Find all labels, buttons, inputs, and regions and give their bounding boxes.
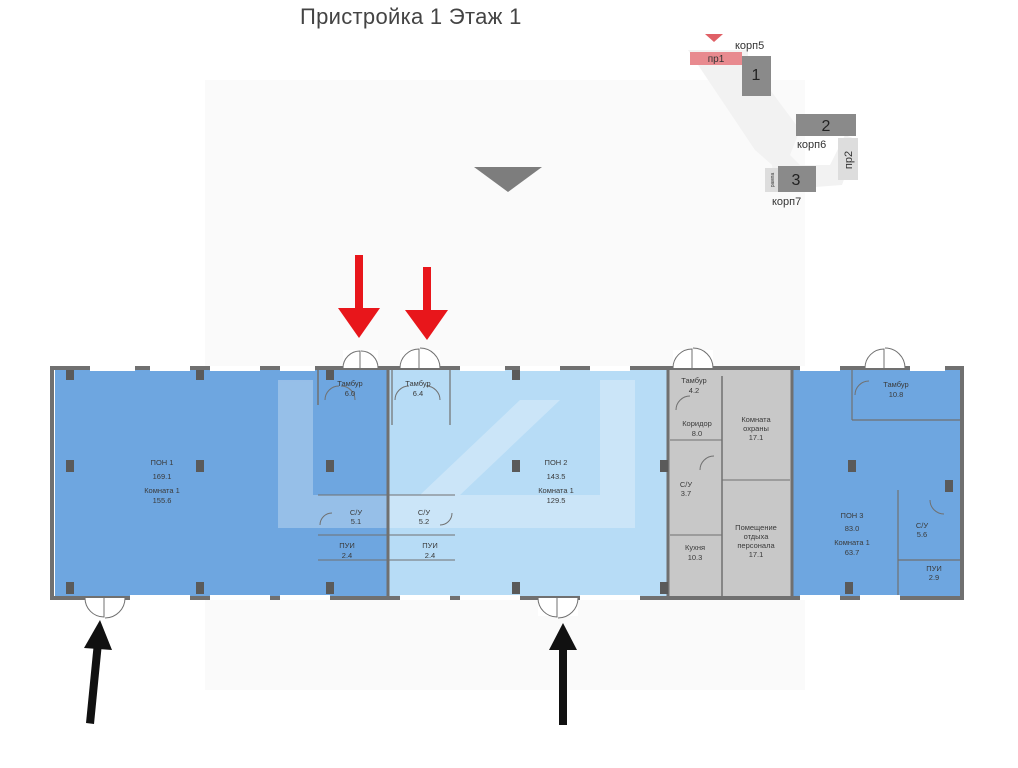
su4-area: 5.6 bbox=[917, 530, 927, 539]
pon1-room-area: 155.6 bbox=[153, 496, 172, 505]
pon2-room: Комната 1 bbox=[538, 486, 574, 495]
pon2-zone bbox=[389, 370, 667, 596]
tambur1-name: Тамбур bbox=[337, 379, 362, 388]
pui2-area: 2.4 bbox=[425, 551, 435, 560]
ohrana-name-1: Комната bbox=[741, 415, 771, 424]
koridor-area: 8.0 bbox=[692, 429, 702, 438]
red-arrow-right-icon bbox=[405, 267, 448, 340]
su3-name: С/У bbox=[680, 480, 693, 489]
su3-area: 3.7 bbox=[681, 489, 691, 498]
su1-area: 5.1 bbox=[351, 517, 361, 526]
key-plan: пр1 корп5 1 2 корп6 пр2 рампа 3 корп7 bbox=[688, 34, 858, 208]
pui3-area: 2.9 bbox=[929, 573, 939, 582]
pon3-room: Комната 1 bbox=[834, 538, 870, 547]
otdyh-area: 17.1 bbox=[749, 550, 764, 559]
tambur2-area: 6.4 bbox=[413, 389, 423, 398]
key-plan-number-3: 3 bbox=[792, 172, 801, 189]
page-title: Пристройка 1 Этаж 1 bbox=[300, 4, 522, 29]
doors bbox=[84, 347, 945, 619]
key-plan-korp7-label: корп7 bbox=[772, 196, 801, 208]
otdyh-name-1: Помещение bbox=[735, 523, 777, 532]
kuhnya-area: 10.3 bbox=[688, 553, 703, 562]
key-plan-block-2 bbox=[796, 114, 856, 136]
columns bbox=[66, 370, 953, 594]
pon2-name: ПОН 2 bbox=[545, 458, 568, 467]
orientation-triangle-icon bbox=[474, 167, 542, 192]
koridor-name: Коридор bbox=[682, 419, 712, 428]
black-arrow-right-icon bbox=[549, 623, 577, 725]
red-arrow-left-icon bbox=[338, 255, 380, 338]
su2-area: 5.2 bbox=[419, 517, 429, 526]
pon1-zone bbox=[55, 370, 387, 596]
su2-name: С/У bbox=[418, 508, 431, 517]
tambur2-name: Тамбур bbox=[405, 379, 430, 388]
pon2-area: 143.5 bbox=[547, 472, 566, 481]
tambur4-area: 10.8 bbox=[889, 390, 904, 399]
su4-name: С/У bbox=[916, 521, 929, 530]
pon1-room: Комната 1 bbox=[144, 486, 180, 495]
key-plan-number-2: 2 bbox=[822, 118, 831, 135]
key-plan-number-1: 1 bbox=[752, 67, 761, 84]
pui2-name: ПУИ bbox=[422, 541, 438, 550]
service-zone bbox=[669, 370, 791, 596]
otdyh-name-3: персонала bbox=[737, 541, 775, 550]
room-labels: Тамбур 6.0 Тамбур 6.4 Тамбур 4.2 Тамбур … bbox=[144, 376, 942, 582]
pui1-area: 2.4 bbox=[342, 551, 352, 560]
pon1-name: ПОН 1 bbox=[151, 458, 174, 467]
pon3-zone bbox=[793, 370, 960, 596]
key-plan-pointer-icon bbox=[705, 34, 723, 42]
key-plan-korp6-label: корп6 bbox=[797, 139, 826, 151]
pui1-name: ПУИ bbox=[339, 541, 355, 550]
key-plan-outline bbox=[688, 50, 858, 190]
pon3-area: 83.0 bbox=[845, 524, 860, 533]
pui3-name: ПУИ bbox=[926, 564, 942, 573]
otdyh-name-2: отдыха bbox=[744, 532, 770, 541]
key-plan-pr1-label: пр1 bbox=[708, 54, 725, 65]
key-plan-block-3 bbox=[778, 166, 816, 192]
key-plan-pr1 bbox=[690, 52, 742, 65]
key-plan-pr2 bbox=[838, 138, 858, 180]
windows bbox=[90, 366, 945, 600]
key-plan-small-block bbox=[765, 168, 778, 192]
ohrana-name-2: охраны bbox=[743, 424, 769, 433]
pon3-room-area: 63.7 bbox=[845, 548, 860, 557]
pon1-area: 169.1 bbox=[153, 472, 172, 481]
key-plan-block-1 bbox=[742, 56, 771, 96]
key-plan-pr2-label: пр2 bbox=[843, 151, 855, 169]
su1-name: С/У bbox=[350, 508, 363, 517]
tambur3-area: 4.2 bbox=[689, 386, 699, 395]
kuhnya-name: Кухня bbox=[685, 543, 705, 552]
tambur3-name: Тамбур bbox=[681, 376, 706, 385]
ohrana-area: 17.1 bbox=[749, 433, 764, 442]
watermark-logo bbox=[278, 380, 635, 528]
tambur1-area: 6.0 bbox=[345, 389, 355, 398]
tambur4-name: Тамбур bbox=[883, 380, 908, 389]
pon3-name: ПОН 3 bbox=[841, 511, 864, 520]
key-plan-small-label: рампа bbox=[770, 173, 776, 188]
pon2-room-area: 129.5 bbox=[547, 496, 566, 505]
black-arrow-left-icon bbox=[84, 620, 112, 724]
key-plan-korp5-label: корп5 bbox=[735, 40, 764, 52]
